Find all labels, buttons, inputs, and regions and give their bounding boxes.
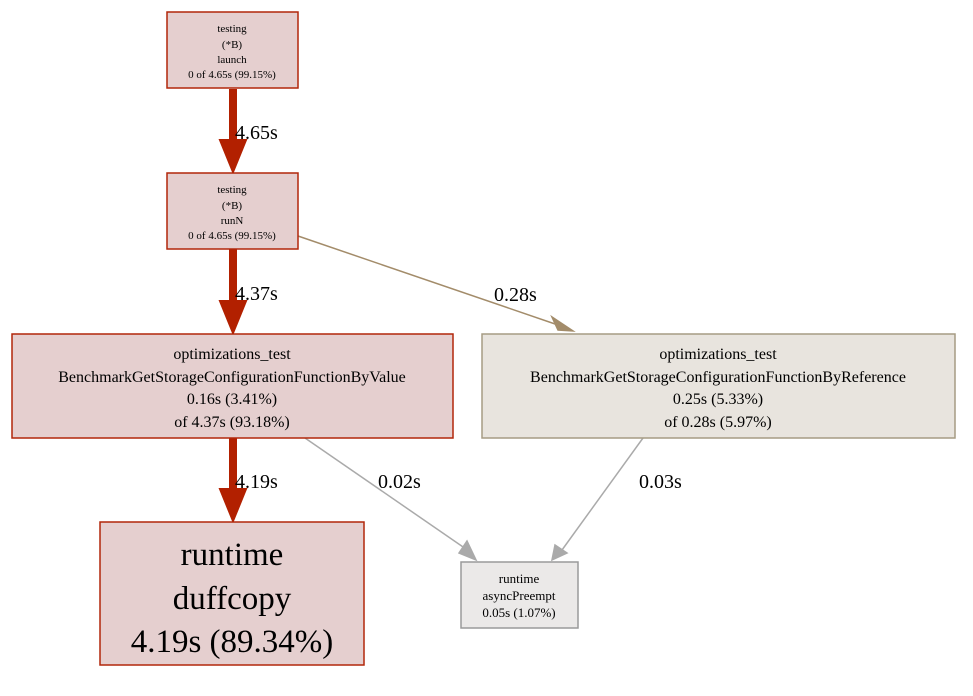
node-duffcopy-cost: 4.19s (89.34%) (131, 624, 334, 660)
node-by-reference-package: optimizations_test (659, 346, 777, 363)
node-by-reference-function: BenchmarkGetStorageConfigurationFunction… (530, 369, 906, 386)
node-asyncPreempt-package: runtime (499, 571, 540, 586)
edge-label-runN-to-byReference: 0.28s (494, 284, 537, 306)
node-testing-launch[interactable]: testing (*B) launch 0 of 4.65s (99.15%) (166, 11, 299, 89)
node-duffcopy-function: duffcopy (173, 581, 292, 617)
edge-byValue-to-duffcopy[interactable]: 4.19s (218, 438, 278, 524)
edge-runN-to-byValue[interactable]: 4.37s (218, 249, 278, 336)
node-by-value-cum: of 4.37s (93.18%) (174, 414, 290, 431)
edge-label-runN-to-byValue: 4.37s (235, 283, 278, 305)
node-runtime-asyncPreempt[interactable]: runtime asyncPreempt 0.05s (1.07%) (460, 561, 579, 629)
node-launch-cost: 0 of 4.65s (99.15%) (188, 69, 276, 81)
edge-launch-to-runN[interactable]: 4.65s (218, 89, 278, 175)
node-runN-receiver: (*B) (222, 200, 243, 212)
node-by-reference-cum: of 0.28s (5.97%) (664, 414, 772, 431)
node-asyncPreempt-cost: 0.05s (1.07%) (482, 605, 555, 620)
node-launch-package: testing (217, 23, 247, 35)
edge-label-launch-to-runN: 4.65s (235, 122, 278, 144)
node-by-value-flat: 0.16s (3.41%) (187, 391, 277, 408)
node-by-value-function: BenchmarkGetStorageConfigurationFunction… (58, 369, 405, 386)
node-by-reference-flat: 0.25s (5.33%) (673, 391, 763, 408)
edge-label-byReference-to-asyncPreempt: 0.03s (639, 471, 682, 493)
edge-label-byValue-to-duffcopy: 4.19s (235, 471, 278, 493)
node-runtime-duffcopy[interactable]: runtime duffcopy 4.19s (89.34%) (99, 521, 365, 666)
edge-byValue-to-asyncPreempt[interactable]: 0.02s (304, 437, 478, 562)
edge-byReference-to-asyncPreempt[interactable]: 0.03s (550, 437, 682, 562)
edge-label-byValue-to-asyncPreempt: 0.02s (378, 471, 421, 493)
node-runN-package: testing (217, 184, 247, 196)
edge-runN-to-byReference[interactable]: 0.28s (297, 235, 576, 332)
node-launch-receiver: (*B) (222, 39, 243, 51)
node-duffcopy-package: runtime (181, 537, 284, 573)
node-launch-function: launch (217, 54, 247, 66)
node-testing-runN[interactable]: testing (*B) runN 0 of 4.65s (99.15%) (166, 172, 299, 250)
node-runN-function: runN (221, 215, 244, 227)
node-asyncPreempt-function: asyncPreempt (483, 588, 556, 603)
node-runN-cost: 0 of 4.65s (99.15%) (188, 230, 276, 242)
node-benchmark-by-reference[interactable]: optimizations_test BenchmarkGetStorageCo… (481, 333, 956, 439)
node-benchmark-by-value[interactable]: optimizations_test BenchmarkGetStorageCo… (11, 333, 454, 439)
node-by-value-package: optimizations_test (173, 346, 291, 363)
